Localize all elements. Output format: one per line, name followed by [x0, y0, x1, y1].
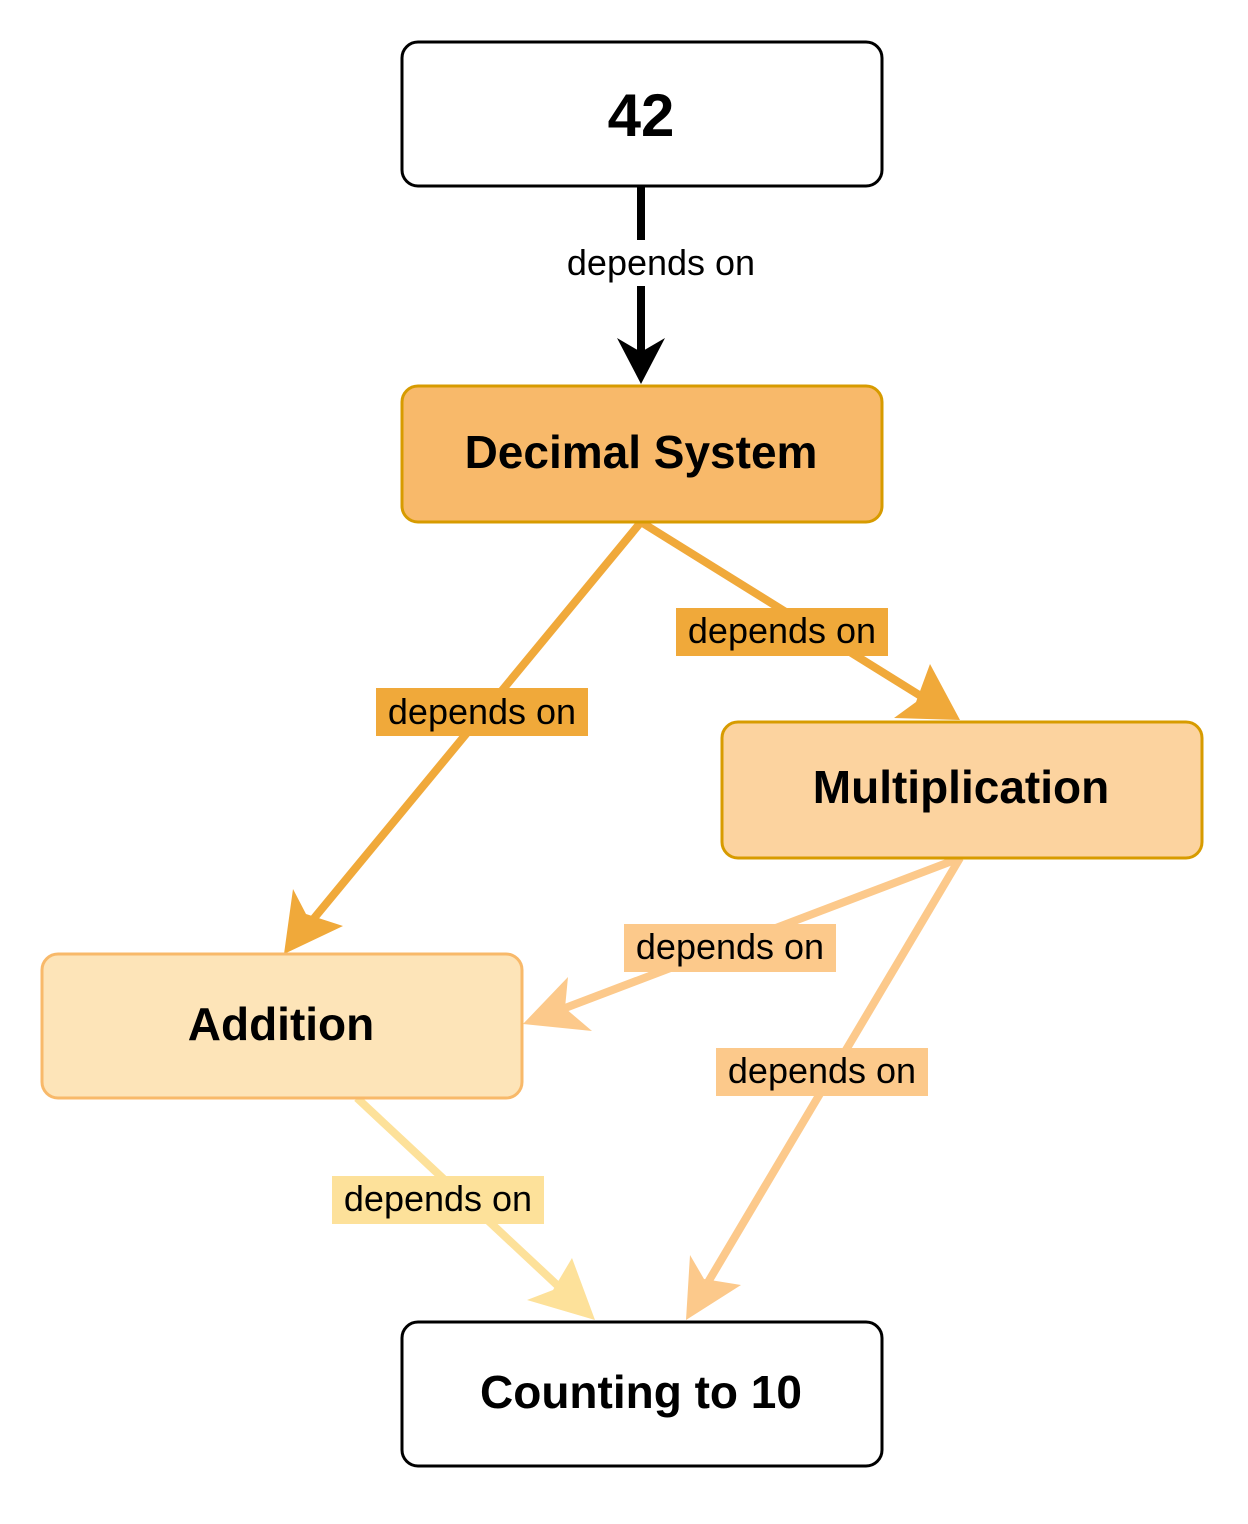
arrowhead-icon: [284, 889, 343, 954]
node-decimal-system: Decimal System: [400, 384, 884, 524]
node-box: [400, 1320, 884, 1468]
edge-decimal-to-addition: depends on: [284, 519, 645, 954]
edge-label-bg: [332, 1176, 544, 1224]
edge-label: depends on: [388, 691, 576, 732]
edge-label-bg: [676, 608, 888, 656]
node-label: Multiplication: [813, 761, 1109, 813]
arrowhead-icon: [523, 977, 592, 1031]
arrowhead-icon: [527, 1258, 595, 1320]
node-label: 42: [608, 82, 675, 149]
edge-label: depends on: [344, 1178, 532, 1219]
node-box: [400, 40, 884, 188]
edge-multiplication-to-addition: depends on: [523, 854, 962, 1031]
node-multiplication: Multiplication: [720, 720, 1204, 860]
edge-label-bg: [376, 688, 588, 736]
edge-addition-to-counting: depends on: [332, 1095, 595, 1320]
node-box: [40, 952, 524, 1100]
edge-label: depends on: [688, 610, 876, 651]
node-box: [400, 384, 884, 524]
edge-label-bg: [552, 240, 770, 286]
arrowhead-icon: [894, 664, 960, 720]
edge-label: depends on: [636, 926, 824, 967]
edge-label: depends on: [728, 1050, 916, 1091]
arrowhead-icon: [686, 1255, 741, 1320]
node-label: Decimal System: [465, 426, 818, 478]
node-label: Addition: [188, 998, 375, 1050]
arrowhead-icon: [617, 338, 665, 384]
node-label: Counting to 10: [480, 1366, 802, 1418]
node-counting-to-10: Counting to 10: [400, 1320, 884, 1468]
edge-decimal-to-multiplication: depends on: [638, 518, 960, 720]
node-42: 42: [400, 40, 884, 188]
node-addition: Addition: [40, 952, 524, 1100]
edge-label-bg: [624, 924, 836, 972]
edge-multiplication-to-counting: depends on: [686, 855, 964, 1320]
edge-label: depends on: [567, 242, 755, 283]
edge-label-bg: [716, 1048, 928, 1096]
edge-42-to-decimal: depends on: [552, 186, 770, 384]
node-box: [720, 720, 1204, 860]
